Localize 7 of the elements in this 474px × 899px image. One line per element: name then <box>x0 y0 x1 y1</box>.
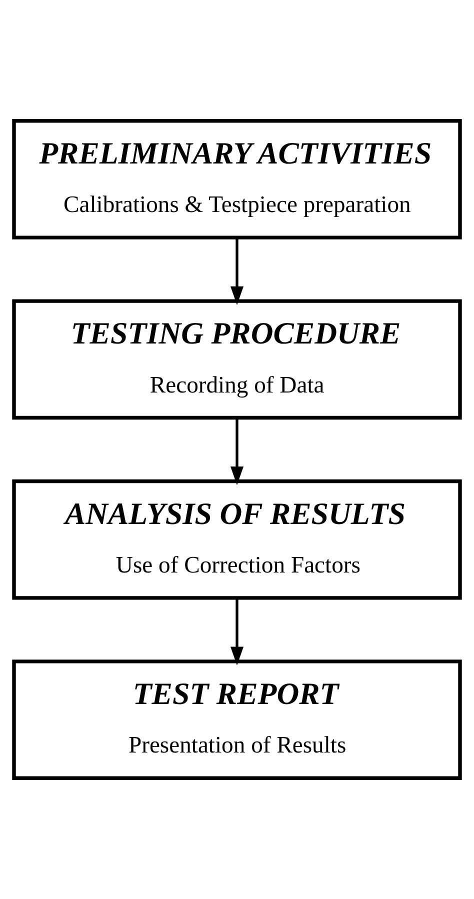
node-box: ANALYSIS OF RESULTS Use of Correction Factors <box>12 479 462 600</box>
node-box: TEST REPORT Presentation of Results <box>12 660 462 780</box>
arrow <box>230 238 244 306</box>
arrow <box>230 598 244 666</box>
arrow <box>230 418 244 486</box>
node-box: PRELIMINARY ACTIVITIES Calibrations & Testpiece preparation <box>12 119 462 240</box>
node-box: TESTING PROCEDURE Recording of Data <box>12 299 462 420</box>
